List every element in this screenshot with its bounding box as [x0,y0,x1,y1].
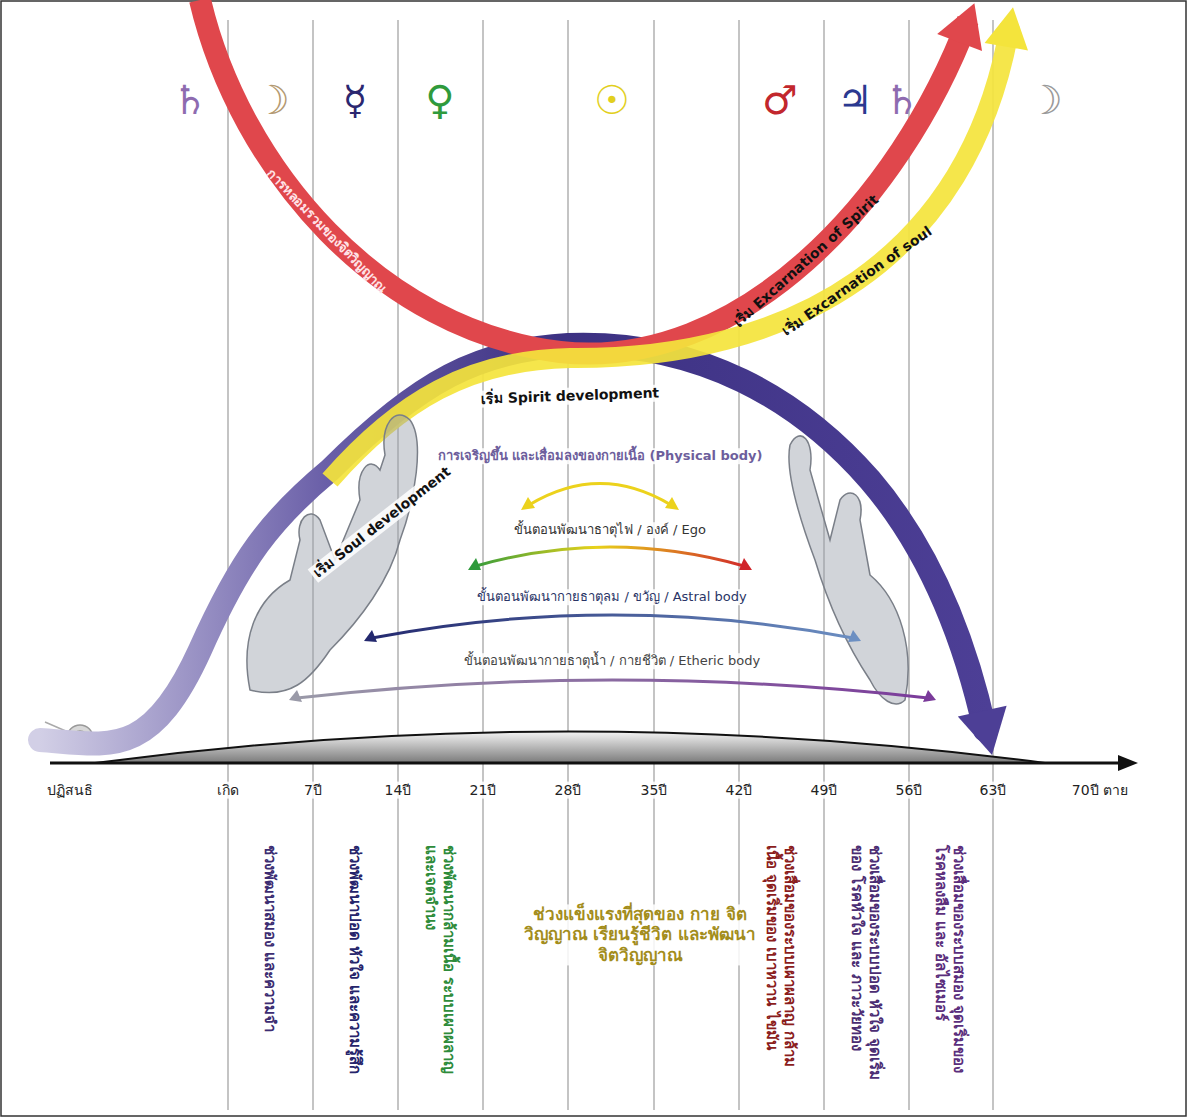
age-label: 49ปี [808,782,841,799]
age-label: 28ปี [552,782,585,799]
life-mound [95,732,1045,764]
planet-symbol: ♃ [837,76,873,124]
age-label: 42ปี [723,782,756,799]
age-label: 35ปี [638,782,671,799]
planet-symbol: ☉ [594,76,630,124]
band-label: เริ่ม Soul development [308,461,457,582]
band-label: เริ่ม Spirit development [478,384,663,407]
period-note: ช่วงเสื่อมของระบบสมอง จุดเริ่มของ โรคหลง… [932,845,968,1085]
age-label: ปฏิสนธิ [44,782,96,799]
planet-symbol: ♀ [425,76,454,124]
band-label: เริ่ม Excarnation of soul [779,223,935,339]
period-note: ช่วงพัฒนาปอด หัวใจ และความรู้สึก [346,845,364,1085]
astral-arc [364,615,861,642]
stage-label: ขั้นตอนพัฒนาธาตุไฟ / องค์ / Ego [511,522,709,538]
sun-arc [521,484,679,511]
stage-label: การเจริญขึ้น และเสื่อมลงของกายเนื้อ (Phy… [435,448,766,464]
ego-arc [468,547,752,570]
age-label: 56ปี [893,782,926,799]
physical-body-arrowhead [958,706,1007,755]
stage-label: ขั้นตอนพัฒนากายธาตุน้ำ / กายชีวิต / Ethe… [461,653,763,669]
soul-arrowhead [985,7,1028,50]
age-label: 14ปี [382,782,415,799]
planet-symbol: ♂ [762,76,798,124]
planet-symbol: ♄ [172,76,208,124]
planet-symbol: ♄ [884,76,920,124]
spirit-band [200,0,968,354]
stage-label: ขั้นตอนพัฒนากายธาตุลม / ขวัญ / Astral bo… [474,589,749,605]
physical-body-arc [40,345,985,744]
holding-hands [247,415,908,704]
period-note: ช่วงพัฒนาสมอง และความจำ [261,845,279,1085]
soul-band [330,25,1010,480]
band-label: การหลอมรวมของจิตวิญญาณ [264,166,391,296]
period-note: ช่วงเสื่อมของระบบปอด หัวใจ จุดเริ่มของ โ… [848,845,884,1085]
age-label: 7ปี [301,782,325,799]
planet-symbol: ☽ [254,76,290,124]
etheric-arc [289,680,936,702]
age-label: เกิด [214,782,242,799]
planet-symbol: ☿ [343,76,368,124]
period-note: ช่วงพัฒนากล้ามเนื้อ ระบบเผาผลาญ และเจตจำ… [422,845,458,1085]
age-label: 70ปี ตาย [1069,782,1131,799]
period-note: ช่วงเสื่อมของระบบเผาผลาญ กล้ามเนื้อ จุดเ… [763,845,799,1085]
age-label: 21ปี [467,782,500,799]
spirit-arrowhead [937,3,982,51]
planet-symbol: ☽ [1027,76,1063,124]
age-label: 63ปี [977,782,1010,799]
period-note: ช่วงแข็งแรงที่สุดของ กาย จิต วิญญาณ เรีย… [517,904,763,965]
time-axis [50,755,1138,771]
